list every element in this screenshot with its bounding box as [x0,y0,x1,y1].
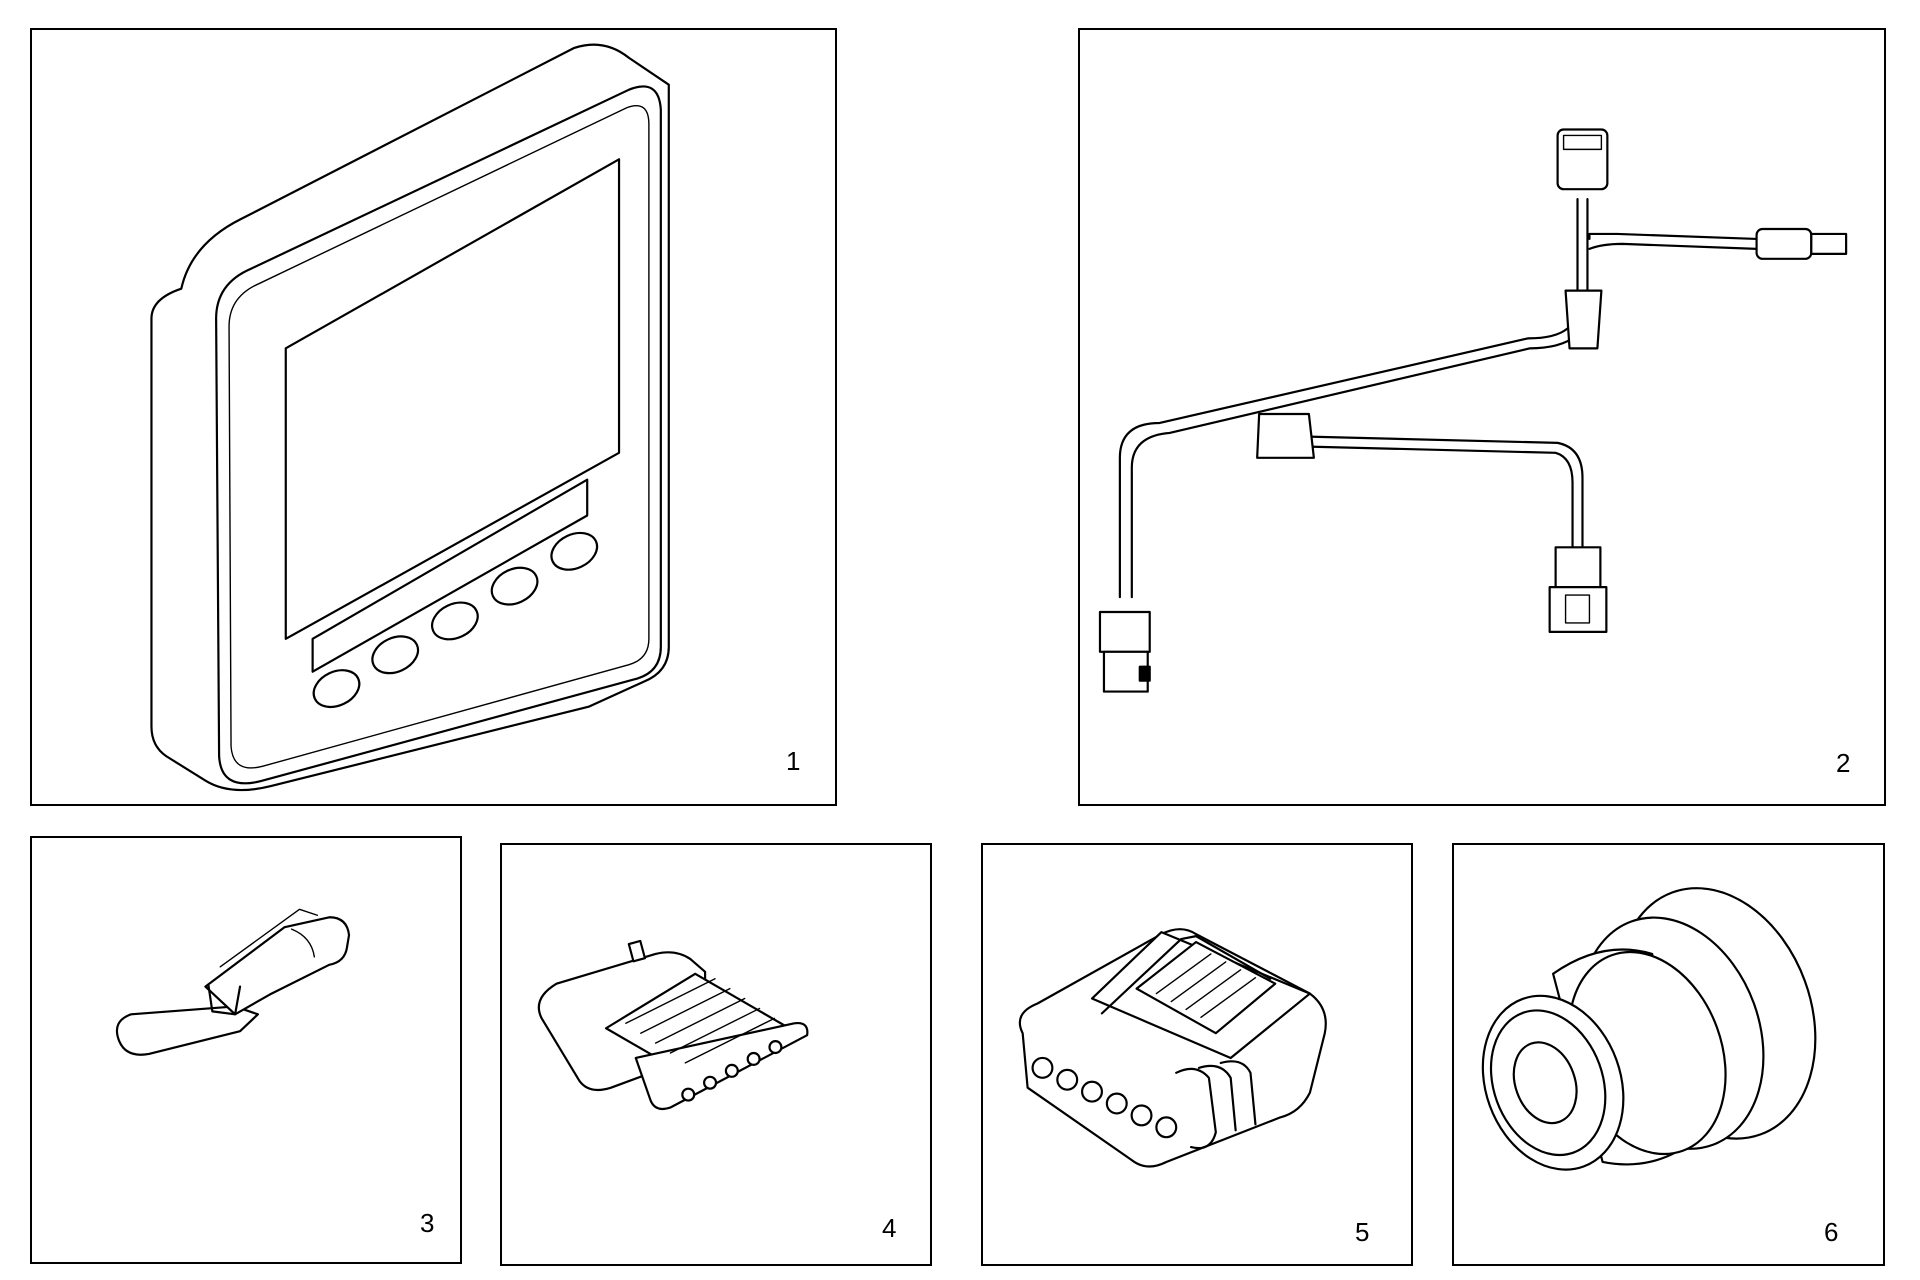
terminal-pin-icon [115,908,351,1056]
wiring-harness-icon [1098,128,1848,693]
callout-number: 4 [882,1213,897,1243]
connector-plug-icon [537,939,809,1111]
panel-6: 6 [1452,843,1885,1266]
panel-2: 2 [1078,28,1886,806]
connector-housing-icon [1018,928,1327,1168]
callout-number: 1 [786,746,801,776]
rubber-seal-icon [1481,887,1817,1171]
callout-number: 5 [1355,1217,1370,1247]
panel-4: 4 [500,843,932,1266]
callout-number: 3 [420,1208,435,1238]
callout-number: 2 [1836,748,1851,778]
panel-1: 1 [30,28,837,806]
callout-number: 6 [1824,1217,1839,1247]
panel-3: 3 [30,836,462,1264]
display-unit-icon [150,43,670,792]
panel-5: 5 [981,843,1413,1266]
